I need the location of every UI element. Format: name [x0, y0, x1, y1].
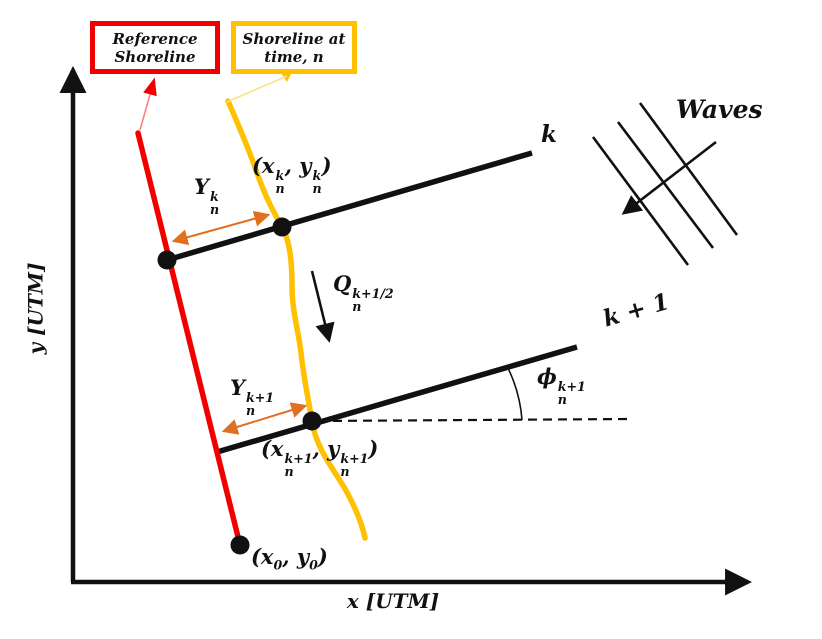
angle-baseline-dashed	[317, 417, 629, 423]
time-legend-line1: Shoreline at	[242, 29, 346, 48]
point-k-close: )	[321, 153, 332, 178]
x-axis-label: x [UTM]	[346, 589, 440, 613]
wave-crest-line-2	[616, 121, 715, 249]
origin-sub2: 0	[309, 557, 318, 573]
time-callout-line	[226, 75, 288, 103]
y-offset-k-arrow	[171, 210, 271, 246]
y-axis-label: y [UTM]	[23, 262, 48, 355]
time-legend-line2: time, n	[264, 47, 324, 66]
q-flux-arrow	[310, 270, 335, 343]
y-offset-k-base: Y	[194, 174, 209, 199]
origin-close: )	[317, 544, 328, 569]
y-offset-k1-sup: k+1	[246, 389, 275, 405]
origin-point-label: (x0, y0)	[251, 544, 328, 573]
point-k1-sup1: k+1	[284, 450, 313, 466]
q-flux-sub: n	[352, 299, 362, 315]
phi-sub: n	[557, 392, 567, 408]
phi-base: ϕ	[537, 364, 557, 389]
point-k1-mid: , y	[312, 436, 340, 461]
reference-legend-line2: Shoreline	[114, 47, 196, 66]
y-offset-k1-base: Y	[230, 375, 245, 400]
dot-shoreline-transect-k1	[302, 411, 322, 431]
point-k1-sub1: n	[284, 464, 294, 480]
wave-crest-line-3	[638, 102, 739, 236]
origin-sub1: 0	[273, 557, 283, 573]
point-k-sub1: n	[275, 181, 285, 197]
point-k1-close: )	[368, 436, 379, 461]
reference-legend-line1: Reference	[112, 29, 198, 48]
y-offset-k-sup: k	[210, 188, 219, 204]
point-k1-sub2: n	[340, 464, 350, 480]
q-flux-sup: k+1/2	[352, 285, 394, 301]
transect-k-label: k	[541, 121, 557, 148]
point-k1-sup2: k+1	[340, 450, 369, 466]
transect-k-line	[166, 150, 533, 263]
reference-shoreline-legend-box: Reference Shoreline	[90, 21, 220, 74]
dot-origin	[230, 535, 250, 555]
dot-reference-transect-k	[157, 250, 177, 270]
dot-shoreline-transect-k	[272, 217, 292, 237]
point-k-mid: , y	[284, 153, 312, 178]
origin-open: (x	[251, 544, 274, 569]
y-offset-k1-arrow	[221, 402, 308, 435]
origin-mid: , y	[282, 544, 310, 569]
point-k-sup1: k	[275, 167, 285, 183]
reference-shoreline-line	[135, 130, 243, 548]
y-offset-k1-sub: n	[246, 403, 256, 419]
wave-direction-arrow	[621, 140, 717, 215]
shoreline-time-n-line	[225, 98, 368, 541]
reference-callout-line	[139, 77, 157, 131]
point-k-sub2: n	[312, 181, 322, 197]
waves-label: Waves	[676, 95, 763, 124]
point-k1-open: (x	[261, 436, 284, 461]
phi-sup: k+1	[557, 378, 586, 394]
point-k-sup2: k	[312, 167, 322, 183]
point-k-open: (x	[252, 153, 275, 178]
q-flux-base: Q	[333, 271, 352, 296]
phi-angle-arc	[506, 365, 523, 421]
y-offset-k-sub: n	[210, 202, 220, 218]
shoreline-time-legend-box: Shoreline at time, n	[231, 21, 357, 74]
